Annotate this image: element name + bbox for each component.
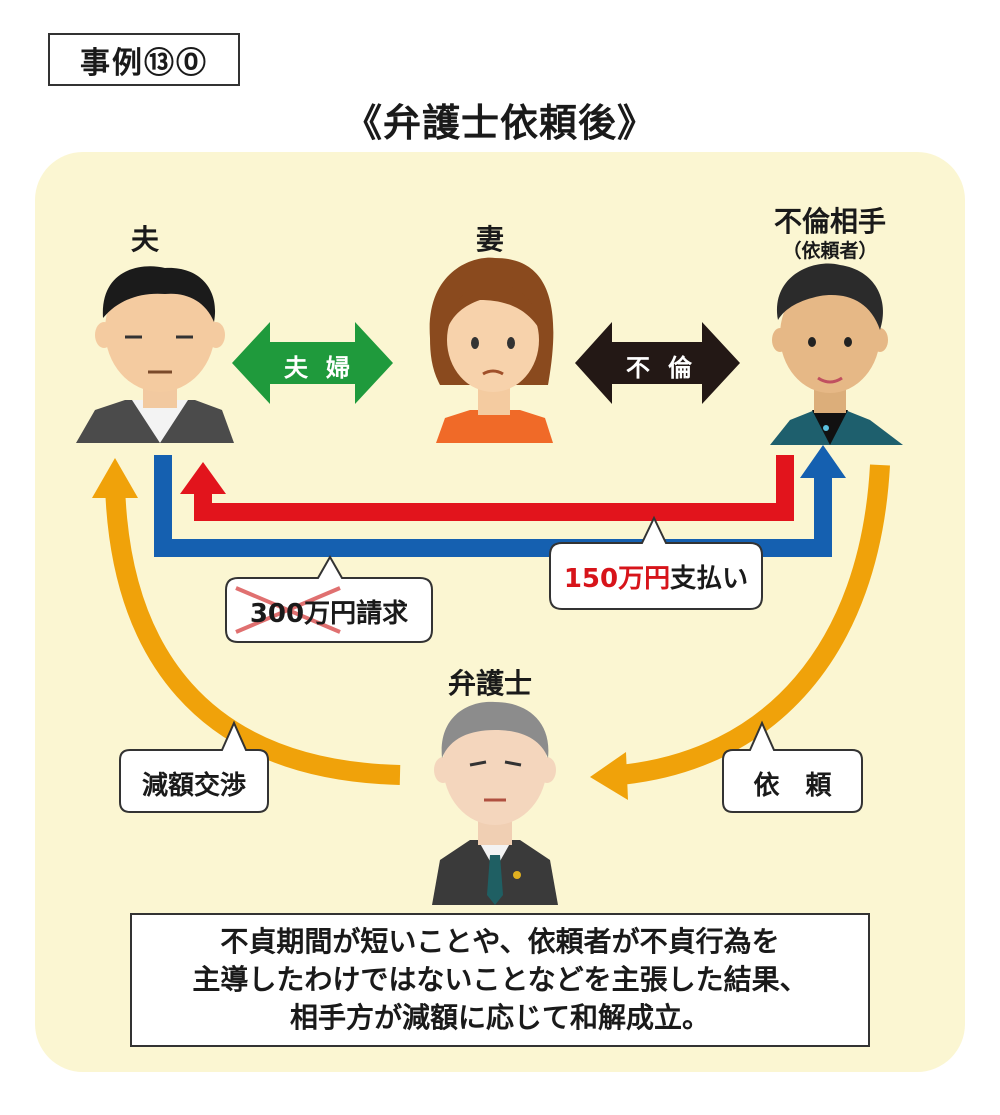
payment-arrow [180,455,794,521]
affair-arrow-label: 不倫 [626,354,710,382]
negotiation-bubble-text: 減額交渉 [141,771,246,801]
husband-label: 夫 [130,223,159,256]
payment-bubble [549,515,763,610]
paid-suffix: 支払い [670,564,749,594]
partner-illustration [770,263,903,445]
negotiation-arrow [92,458,401,785]
paid-amount: 150万円 [563,564,671,594]
affair-arrow [575,322,740,404]
request-bubble-text: 依 頼 [753,771,832,801]
result-caption: 不貞期間が短いことや、依頼者が不貞行為を 主導したわけではないことなどを主張した… [130,913,870,1047]
claim-amount: 300万円 [249,599,357,629]
payment-bubble-text: 150万円支払い [550,558,762,595]
request-arrow [590,464,890,800]
claim-bubble-text: 300万円請求 [226,593,432,630]
partner-label: 不倫相手 [773,205,886,238]
request-bubble [722,720,863,813]
lawyer-illustration [432,701,558,905]
case-label: 事例⑬⓪ [48,33,240,86]
partner-sublabel: （依頼者） [782,240,878,262]
caption-line-1: 不貞期間が短いことや、依頼者が不貞行為を [220,925,780,958]
caption-line-3: 相手方が減額に応じて和解成立。 [289,1001,710,1034]
husband-illustration [76,266,234,443]
couple-arrow-label: 夫婦 [284,354,368,382]
claim-arrow [154,445,846,557]
claim-bubble [225,554,433,643]
wife-label: 妻 [475,223,504,256]
couple-arrow [232,322,393,404]
lawyer-label: 弁護士 [447,667,532,700]
claim-suffix: 請求 [356,599,409,629]
negotiation-bubble [119,720,269,813]
page-title: 《弁護士依頼後》 [343,101,656,145]
wife-illustration [429,257,554,443]
caption-line-2: 主導したわけではないことなどを主張した結果、 [192,963,808,996]
